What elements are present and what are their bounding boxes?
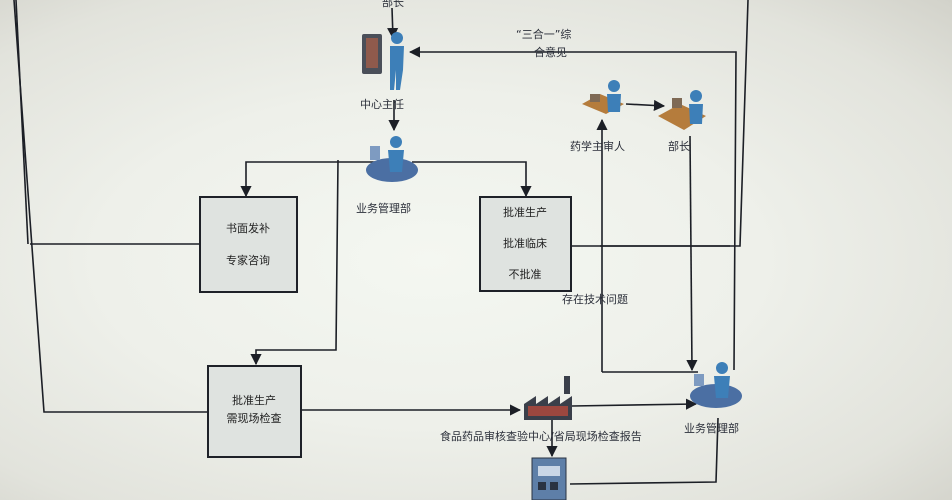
business-dept-top-label: 业务管理部: [356, 201, 411, 215]
arrow-business-to-decision: [412, 161, 532, 198]
technical-issue-label: 存在技术问题: [562, 292, 628, 306]
box-line: 书面发补: [226, 221, 270, 235]
pharmacy-reviewer-label: 药学主审人: [570, 139, 625, 153]
box-decision: 批准生产 批准临床 不批准: [479, 196, 572, 292]
director-icon: [362, 32, 404, 90]
box-inspection: 批准生产 需现场检查: [207, 365, 302, 458]
arrow-business-to-review: [240, 161, 378, 198]
box-written-review: 书面发补 专家咨询: [199, 196, 298, 293]
connectors: [13, 0, 749, 485]
arrow-business-to-inspection: [250, 159, 339, 366]
three-in-one-label-line1: “三合一”综: [516, 27, 571, 41]
box-line: 需现场检查: [227, 411, 282, 425]
connector-lab-to-business: [569, 417, 719, 485]
arrow-minister-to-business-bottom: [686, 135, 698, 372]
minister-icon: [658, 90, 706, 130]
factory-icon: [524, 376, 572, 420]
connector-left-frame: [15, 0, 29, 245]
three-in-one-label-line2: 合意见: [534, 45, 567, 59]
lab-equipment-icon: [531, 457, 567, 500]
box-line: 批准生产: [232, 393, 276, 407]
arrow-minister-to-director: [387, 7, 399, 40]
food-drug-check-label: 食品药品审核查验中心/省局现场检查报告: [440, 429, 642, 443]
arrow-reviewer-to-minister: [625, 99, 666, 112]
minister-label: 部长: [668, 139, 690, 153]
box-line: 批准临床: [503, 236, 547, 250]
pharmacy-reviewer-icon: [582, 80, 624, 114]
top-minister-label: 部长: [382, 0, 404, 9]
business-dept-bottom-icon: [690, 362, 742, 408]
box-line: 不批准: [509, 267, 542, 281]
business-dept-top-icon: [366, 136, 418, 182]
center-director-label: 中心主任: [360, 98, 404, 111]
arrow-three-in-one-to-director: [408, 46, 737, 371]
arrow-factory-to-business: [571, 398, 698, 410]
business-dept-bottom-label: 业务管理部: [684, 421, 739, 435]
box-line: 专家咨询: [226, 253, 270, 267]
box-line: 批准生产: [503, 205, 547, 219]
connector-outer-left: [13, 0, 208, 413]
